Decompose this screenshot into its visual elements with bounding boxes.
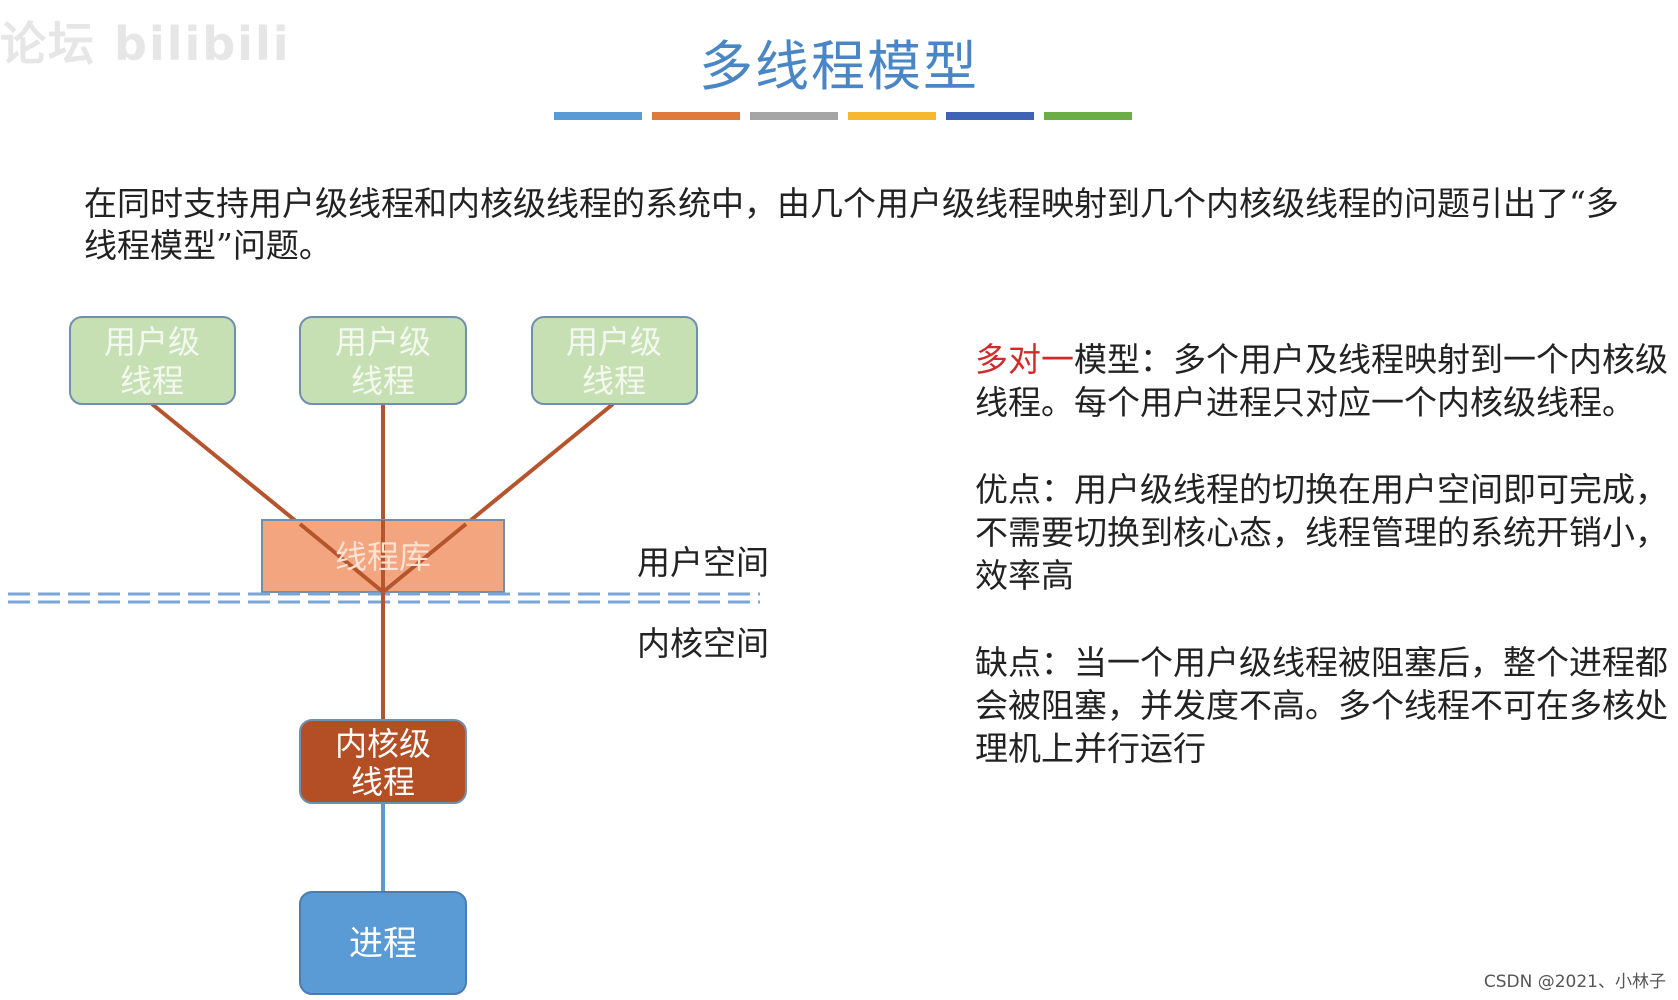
- user-thread-1-label-line1: 用户级: [104, 323, 200, 361]
- kernel-thread-label-line2: 线程: [351, 763, 415, 801]
- kernel-space-label: 内核空间: [637, 624, 769, 663]
- user-thread-3: 用户级 线程: [531, 316, 698, 405]
- disadvantages-text: 缺点：当一个用户级线程被阻塞后，整个进程都会被阻塞，并发度不高。多个线程不可在多…: [975, 643, 1668, 768]
- user-thread-2-label-line2: 线程: [351, 362, 415, 400]
- footer-credit: CSDN @2021、小林子: [1483, 972, 1666, 992]
- model-description: 多对一模型：多个用户及线程映射到一个内核级线程。每个用户进程只对应一个内核级线程…: [975, 338, 1670, 424]
- user-thread-3-label-line1: 用户级: [566, 323, 662, 361]
- title-bar-3: [750, 112, 838, 120]
- title-bar-6: [1044, 112, 1132, 120]
- title-bar-4: [848, 112, 936, 120]
- thread-library-label: 线程库: [335, 538, 431, 576]
- mapping-line-user-3-overlay: [381, 522, 468, 594]
- description-panel: 多对一模型：多个用户及线程映射到一个内核级线程。每个用户进程只对应一个内核级线程…: [975, 338, 1670, 814]
- advantages-text: 优点：用户级线程的切换在用户空间即可完成，不需要切换到核心态，线程管理的系统开销…: [975, 470, 1668, 595]
- page-title: 多线程模型: [699, 35, 979, 98]
- kernel-thread: 内核级 线程: [299, 719, 467, 804]
- user-thread-1-label-line2: 线程: [120, 362, 184, 400]
- user-thread-3-label-line2: 线程: [582, 362, 646, 400]
- watermark-logo: 论坛 bilibili: [0, 17, 291, 71]
- process-label: 进程: [349, 924, 417, 964]
- user-thread-2: 用户级 线程: [299, 316, 467, 405]
- mapping-line-user-1-overlay: [298, 522, 385, 594]
- title-bar-5: [946, 112, 1034, 120]
- title-bar-1: [554, 112, 642, 120]
- user-space-label: 用户空间: [637, 543, 769, 582]
- user-thread-1: 用户级 线程: [69, 316, 236, 405]
- process: 进程: [299, 891, 467, 995]
- kernel-thread-label-line1: 内核级: [335, 725, 431, 763]
- model-highlight: 多对一: [975, 340, 1074, 379]
- model-description-rest: 模型：多个用户及线程映射到一个内核级线程。每个用户进程只对应一个内核级线程。: [975, 340, 1668, 422]
- title-underline-bars: [554, 112, 1132, 120]
- intro-paragraph: 在同时支持用户级线程和内核级线程的系统中，由几个用户级线程映射到几个内核级线程的…: [84, 184, 1619, 265]
- title-bar-2: [652, 112, 740, 120]
- user-thread-2-label-line1: 用户级: [335, 323, 431, 361]
